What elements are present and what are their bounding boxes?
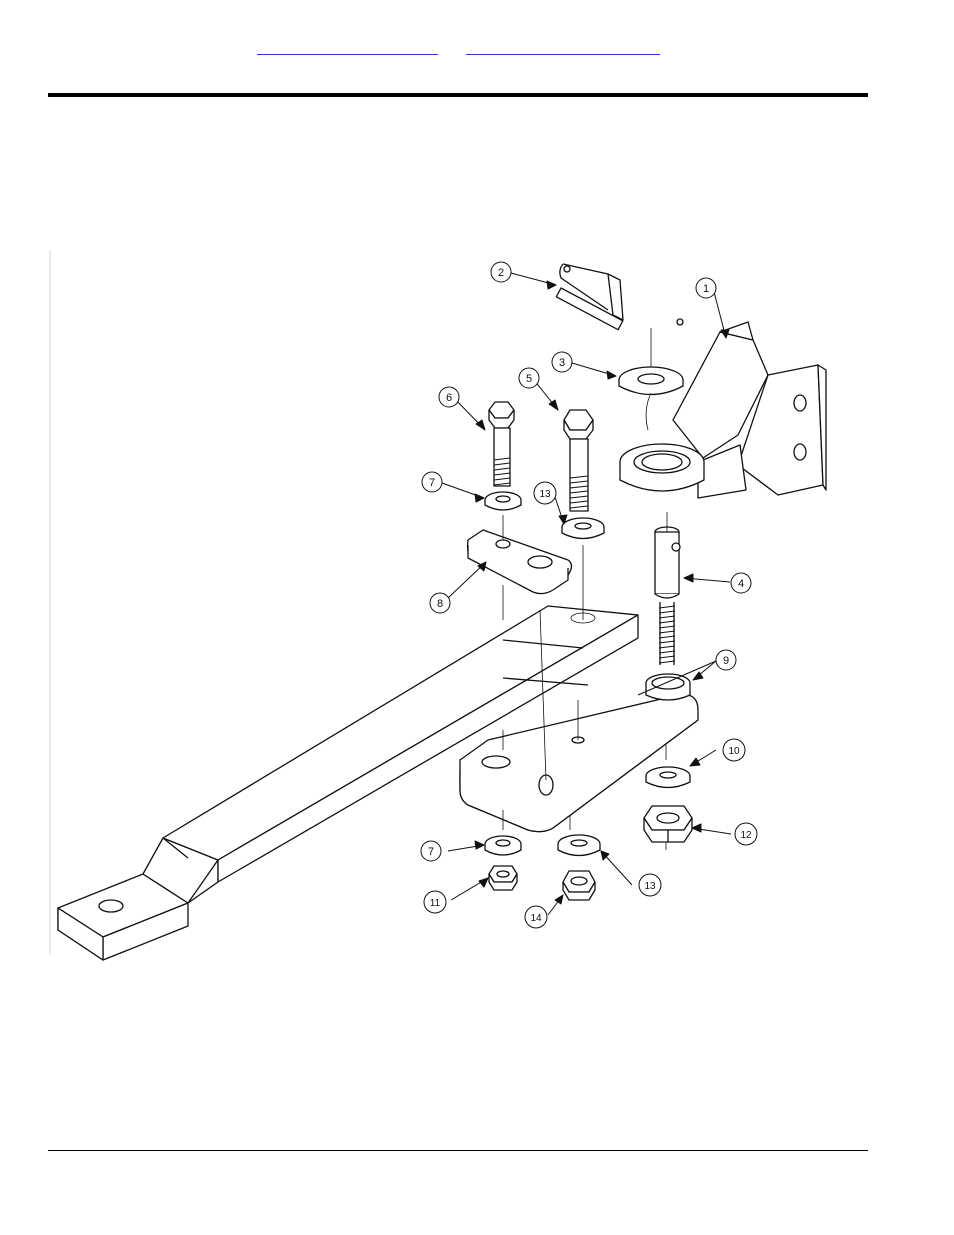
callout-6: 6 (446, 392, 452, 404)
bolt-6 (489, 402, 514, 486)
callout-3: 3 (559, 357, 565, 369)
callout-10: 10 (728, 746, 740, 757)
washer-3 (619, 328, 683, 430)
callout-13-top: 13 (539, 489, 551, 500)
washer-7-top (485, 492, 521, 510)
callout-5: 5 (526, 373, 532, 385)
parts-diagram: 1 2 3 4 5 6 7 8 9 10 7 11 12 13 13 14 (48, 240, 838, 970)
callout-12: 12 (740, 830, 752, 841)
upper-plate (468, 530, 572, 594)
header-link-1[interactable] (257, 38, 438, 55)
callout-14: 14 (530, 913, 542, 924)
nut-11 (489, 866, 517, 890)
lynch-pin (556, 264, 683, 330)
callout-4: 4 (738, 578, 744, 590)
callout-7-top: 7 (429, 477, 435, 489)
pin (655, 512, 680, 665)
callout-7-bottom: 7 (428, 846, 434, 858)
callout-9: 9 (723, 655, 729, 667)
header-link-2[interactable] (466, 38, 660, 55)
nut-14 (563, 871, 595, 900)
header-rule (48, 93, 868, 97)
callout-11: 11 (430, 898, 441, 909)
washer-7-bottom (485, 836, 521, 855)
callout-8: 8 (437, 598, 443, 610)
washer-13-top (562, 518, 604, 539)
washer-10 (646, 767, 690, 788)
callout-1: 1 (703, 283, 709, 295)
callout-13-bottom: 13 (644, 881, 656, 892)
washer-13-bottom (558, 835, 600, 856)
bolt-5 (564, 410, 593, 511)
nut-12 (644, 806, 692, 842)
callout-2: 2 (498, 267, 504, 279)
footer-rule (48, 1150, 868, 1151)
